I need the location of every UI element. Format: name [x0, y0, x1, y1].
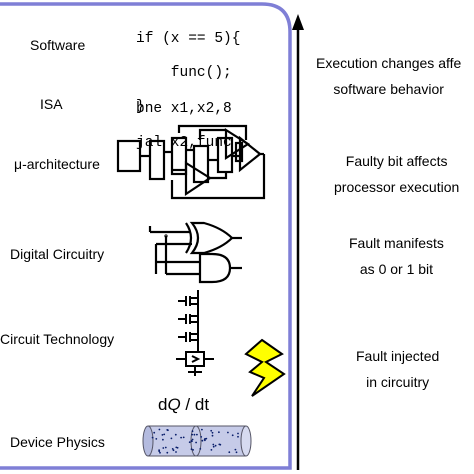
- layer-circuit-tech: Circuit Technology: [0, 331, 115, 347]
- particle: [164, 446, 167, 449]
- dt-text: dt: [194, 395, 210, 414]
- particle: [192, 449, 195, 451]
- dq-dt-label: dQ / dt: [158, 395, 209, 415]
- particle: [191, 430, 194, 433]
- particle: [162, 447, 165, 449]
- particle: [191, 438, 194, 441]
- transistor-stack: [176, 290, 214, 376]
- particle: [182, 436, 185, 439]
- particle: [211, 434, 214, 437]
- particle: [237, 435, 239, 438]
- particle: [227, 431, 229, 434]
- particle: [214, 444, 217, 447]
- effect-line: Fault injected: [356, 348, 440, 364]
- particle: [175, 451, 177, 453]
- code-line: func();: [136, 65, 232, 81]
- layer-digital: Digital Circuitry: [10, 246, 105, 262]
- logic-gates: [148, 221, 242, 284]
- particle: [180, 436, 183, 439]
- particle: [162, 438, 164, 441]
- effect-line: as 0 or 1 bit: [359, 261, 434, 277]
- effect-line: Execution changes affe: [316, 55, 462, 71]
- particle: [212, 443, 215, 446]
- effect-circuit: Fault injected in circuitry: [356, 343, 439, 395]
- particle: [210, 449, 213, 451]
- code-line: bne x1,x2,8: [136, 101, 232, 117]
- particle: [172, 449, 175, 452]
- particle: [235, 451, 238, 454]
- particle: [199, 448, 202, 450]
- software-code: if (x == 5){ func(); }: [136, 14, 240, 133]
- effect-line: in circuitry: [366, 374, 430, 390]
- layer-software: Software: [30, 37, 86, 53]
- particle: [205, 437, 208, 440]
- layer-uarch: μ-architecture: [14, 156, 100, 172]
- effect-software: Execution changes affe software behavior: [316, 50, 461, 102]
- effect-line: Fault manifests: [349, 235, 444, 251]
- particle: [161, 434, 164, 436]
- particle: [212, 445, 215, 448]
- particle: [190, 448, 193, 450]
- particle: [195, 441, 198, 444]
- particle: [163, 433, 166, 436]
- particle: [158, 428, 161, 431]
- layer-device: Device Physics: [10, 434, 105, 450]
- particle: [175, 446, 178, 449]
- particle: [153, 431, 156, 434]
- particle: [191, 433, 194, 436]
- particle: [193, 433, 196, 436]
- particle: [170, 437, 173, 440]
- effect-line: processor execution: [334, 179, 460, 195]
- particle: [159, 451, 161, 454]
- particle: [228, 451, 231, 454]
- effect-line: software behavior: [333, 81, 444, 97]
- particle: [166, 451, 169, 454]
- effect-digital: Fault manifests as 0 or 1 bit: [349, 230, 444, 282]
- particle: [218, 431, 220, 434]
- particle: [200, 436, 203, 438]
- particle: [234, 448, 237, 451]
- upward-arrow: [292, 14, 304, 470]
- particle: [218, 443, 221, 446]
- particle: [231, 434, 234, 437]
- layer-isa: ISA: [40, 96, 63, 112]
- d-text: d: [158, 395, 168, 414]
- effect-line: Faulty bit affects: [345, 153, 448, 169]
- particle: [166, 429, 169, 431]
- particle: [196, 433, 198, 436]
- stack-border: [0, 2, 292, 470]
- particle: [211, 431, 214, 434]
- q-text: Q: [167, 395, 181, 414]
- effect-uarch: Faulty bit affects processor execution: [334, 148, 459, 200]
- lightning-icon: [244, 338, 286, 397]
- particle: [210, 429, 213, 432]
- particle: [155, 438, 158, 440]
- particle: [188, 441, 191, 444]
- particle: [237, 432, 239, 435]
- code-line: }: [136, 99, 145, 115]
- particle: [151, 436, 154, 439]
- particle: [174, 433, 177, 436]
- isa-code: bne x1,x2,8 jal x2,func: [136, 84, 232, 169]
- channel-cylinder: [142, 425, 252, 457]
- particle: [201, 439, 204, 442]
- sep-text: /: [180, 395, 195, 414]
- particle: [201, 428, 203, 431]
- particle: [204, 439, 206, 442]
- pipeline-diagram: [116, 124, 266, 200]
- particle: [158, 450, 161, 453]
- code-line: jal x2,func: [136, 135, 232, 151]
- particle: [190, 440, 193, 442]
- code-line: if (x == 5){: [136, 31, 241, 47]
- particle: [171, 448, 174, 450]
